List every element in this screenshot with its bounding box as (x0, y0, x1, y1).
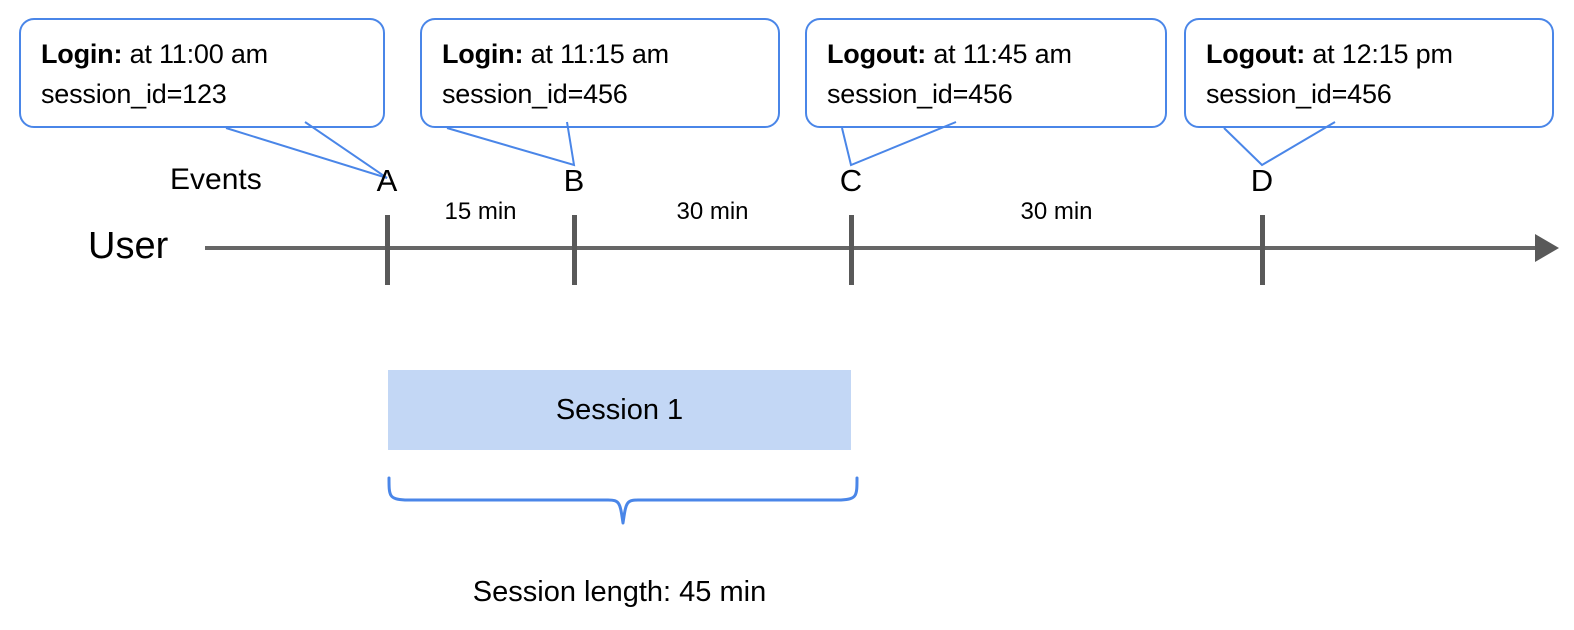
point-label-a: A (376, 163, 398, 198)
timeline-axis (205, 246, 1545, 250)
callout-a-time: at 11:00 am (122, 39, 269, 69)
callout-d-event-type: Logout: (1206, 39, 1306, 69)
tick-a (385, 215, 390, 285)
point-label-b: B (563, 163, 585, 198)
interval-label-bc: 30 min (676, 198, 749, 225)
event-callout-b: Login: at 11:15 am session_id=456 (420, 18, 780, 128)
callout-c-event-type: Logout: (827, 39, 927, 69)
session-length-caption: Session length: 45 min (472, 576, 767, 608)
tick-d (1260, 215, 1265, 285)
event-callout-d: Logout: at 12:15 pm session_id=456 (1184, 18, 1554, 128)
callout-b-event-type: Login: (442, 39, 524, 69)
callout-c-time: at 11:45 am (926, 39, 1072, 69)
user-row-label: User (88, 225, 169, 267)
events-row-label: Events (170, 163, 262, 196)
session-bar-label: Session 1 (555, 393, 684, 426)
callout-d-session-id: session_id=456 (1206, 79, 1392, 109)
callout-d-time: at 12:15 pm (1305, 39, 1453, 69)
callout-c-line1: Logout: at 11:45 am (827, 34, 1145, 74)
event-callout-a: Login: at 11:00 am session_id=123 (19, 18, 385, 128)
session-bar: Session 1 (388, 370, 851, 450)
callout-b-line1: Login: at 11:15 am (442, 34, 758, 74)
tick-b (572, 215, 577, 285)
callout-c-session-id: session_id=456 (827, 79, 1013, 109)
callout-a-line1: Login: at 11:00 am (41, 34, 363, 74)
callout-d-line1: Logout: at 12:15 pm (1206, 34, 1532, 74)
event-callout-c: Logout: at 11:45 am session_id=456 (805, 18, 1167, 128)
callout-a-session-id: session_id=123 (41, 79, 227, 109)
point-label-d: D (1250, 163, 1274, 198)
point-label-c: C (839, 163, 863, 198)
interval-label-cd: 30 min (1020, 198, 1093, 225)
interval-label-ab: 15 min (444, 198, 517, 225)
timeline-arrow-icon (1535, 234, 1559, 262)
callout-b-session-id: session_id=456 (442, 79, 628, 109)
callout-a-event-type: Login: (41, 39, 123, 69)
session-span-brace (387, 476, 859, 525)
tick-c (849, 215, 854, 285)
callout-b-time: at 11:15 am (523, 39, 670, 69)
